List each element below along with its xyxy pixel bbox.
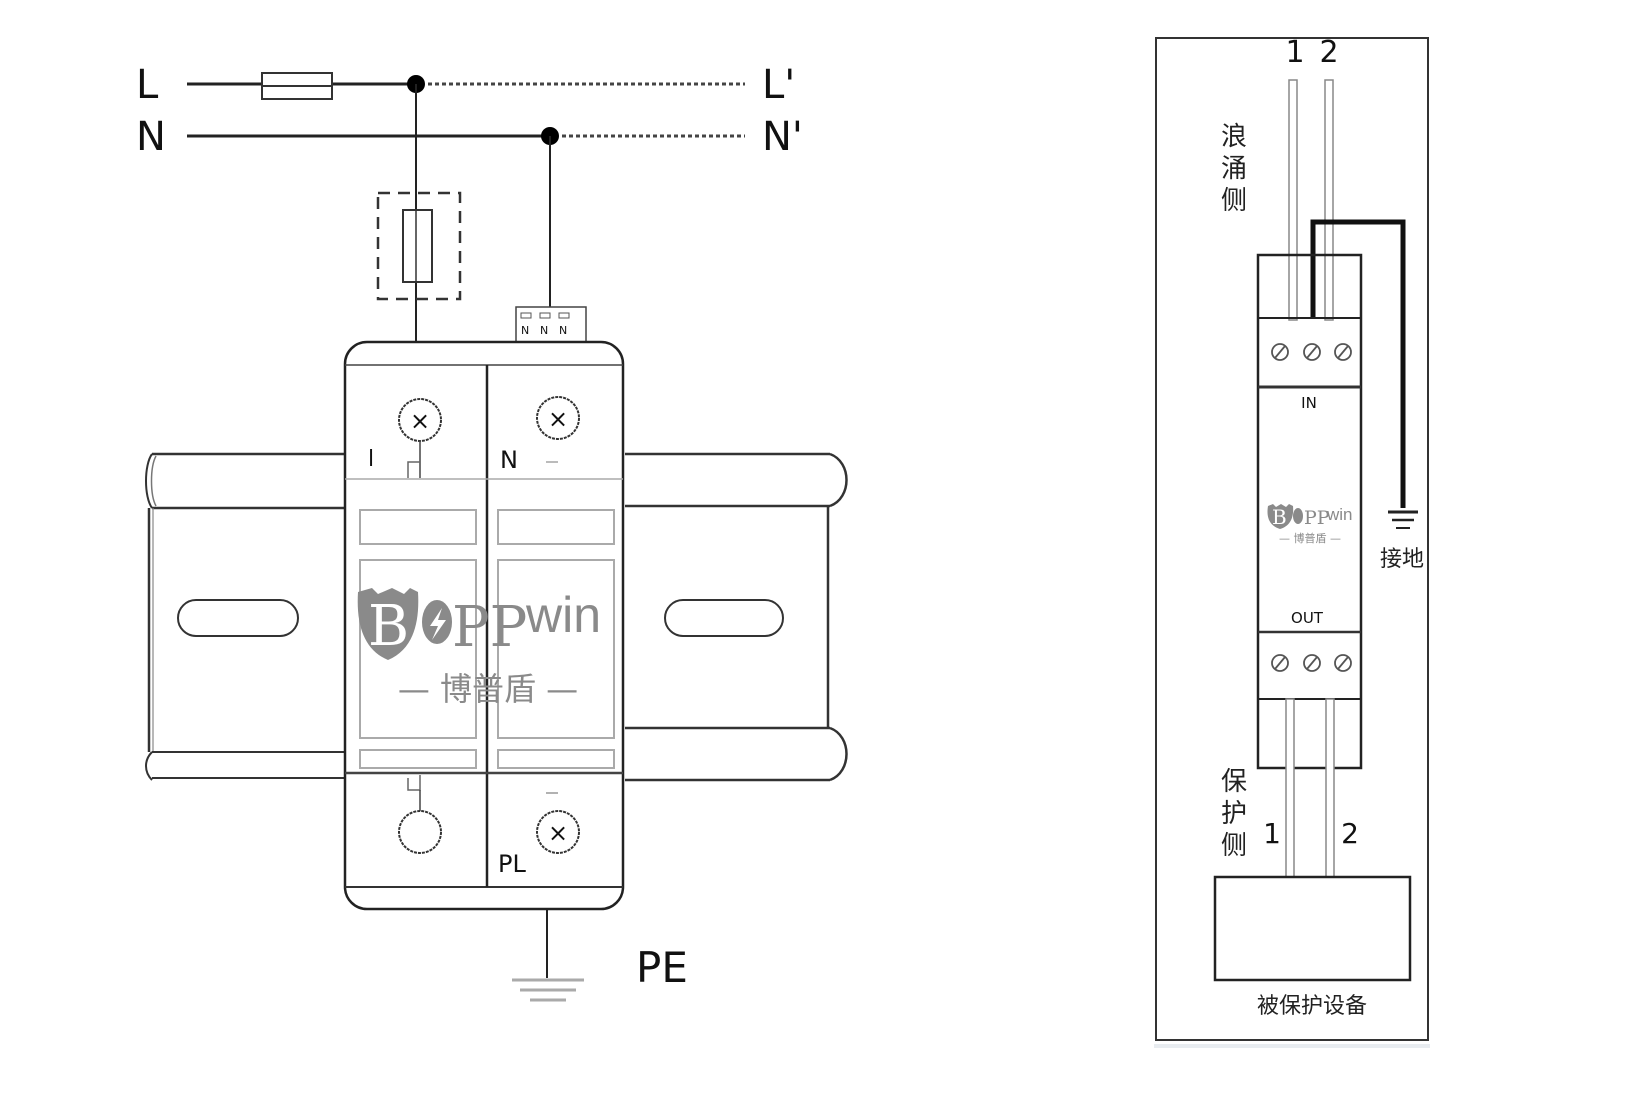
device-housing xyxy=(1256,253,1363,770)
left-wiring-diagram: L N L' N' N N N xyxy=(136,62,848,1002)
input-wire-1 xyxy=(1288,79,1298,321)
surge-side-char: 侧 xyxy=(1221,186,1247,216)
terminal-mark: N xyxy=(521,324,529,337)
spd-module: × × l N × PL xyxy=(343,340,625,911)
screw-slot xyxy=(1306,345,1318,359)
screw-slot xyxy=(1274,656,1286,670)
right-wiring-diagram: 1 2 浪 涌 侧 接地 xyxy=(1154,35,1430,1048)
protected-side-char: 侧 xyxy=(1221,831,1247,861)
backup-fuse-box xyxy=(376,191,462,301)
surge-side-label: 浪 涌 侧 xyxy=(1221,122,1247,216)
label-window xyxy=(497,509,615,545)
rail-left-lower-flange xyxy=(152,751,345,779)
shield-icon xyxy=(1267,504,1294,529)
output-wire-2 xyxy=(1325,698,1335,878)
logo-subtitle: — 博普盾 — xyxy=(398,670,578,708)
info-window xyxy=(359,559,477,739)
ground-symbol-right-icon xyxy=(1388,510,1418,529)
label-window xyxy=(359,749,477,769)
label-N: N xyxy=(136,114,166,160)
output-wire-1 xyxy=(1285,698,1295,878)
indicator-stub xyxy=(407,461,420,478)
logo-subtitle: — 博普盾 — xyxy=(1279,531,1341,545)
rail-slot-right xyxy=(664,599,784,637)
terminal-mark: N xyxy=(559,324,567,337)
out-label: OUT xyxy=(1291,609,1324,627)
screw-slot xyxy=(1337,345,1349,359)
in-label: IN xyxy=(1301,394,1317,412)
rail-slot-left xyxy=(177,599,299,637)
pe-label: PE xyxy=(636,943,688,992)
bottom-pin-label-1: 1 xyxy=(1263,817,1281,850)
screw-slot xyxy=(1306,656,1318,670)
logo-initial: B xyxy=(1272,505,1287,529)
screw-cross: × xyxy=(410,407,430,435)
protected-device-label: 被保护设备 xyxy=(1257,994,1367,1019)
top-screw-row xyxy=(1271,343,1352,361)
rail-right-upper-flange xyxy=(625,452,830,508)
bottom-pin-label-2: 2 xyxy=(1341,817,1359,850)
logo-initial: B xyxy=(368,594,409,659)
rail-right-lower-flange xyxy=(625,726,830,782)
label-L: L xyxy=(136,62,159,108)
brand-logo-small: B PP win — 博普盾 — xyxy=(1267,504,1353,545)
spd-device: IN B PP win — 博普盾 — OUT xyxy=(1256,253,1363,770)
brand-logo-large: B PP win — 博普盾 — xyxy=(357,587,601,708)
lightning-bolt xyxy=(430,608,446,640)
label-N-prime: N' xyxy=(762,114,803,160)
protected-side-char: 保 xyxy=(1221,767,1247,797)
surge-side-char: 涌 xyxy=(1221,154,1247,184)
rail-left-upper-flange xyxy=(152,452,345,510)
bottom-screw-row xyxy=(1271,654,1352,672)
indicator-stub xyxy=(407,775,421,791)
logo-pp: PP xyxy=(452,595,527,660)
ground-symbol-icon xyxy=(512,978,584,1002)
ground-label: 接地 xyxy=(1380,547,1424,572)
info-window xyxy=(497,559,615,739)
screw-cross: × xyxy=(548,405,568,433)
screw-cross: × xyxy=(548,819,568,847)
label-window xyxy=(497,749,615,769)
backup-fuse-icon xyxy=(402,209,433,283)
terminal-slot xyxy=(558,312,570,319)
rail-left-curl-inner xyxy=(150,455,157,507)
top-pin-label-2: 2 xyxy=(1319,35,1338,70)
screw-terminal-PE-icon xyxy=(536,810,580,854)
input-wires xyxy=(1288,79,1334,321)
lightning-icon xyxy=(1293,508,1303,524)
input-wire-2 xyxy=(1324,79,1334,321)
surge-side-char: 浪 xyxy=(1221,122,1247,152)
screw-slot xyxy=(1337,656,1349,670)
screw-terminal-N-icon xyxy=(536,396,580,440)
rail-right-lower-curl xyxy=(829,726,848,782)
terminal-slot xyxy=(539,312,551,319)
protected-side-char: 护 xyxy=(1221,799,1247,829)
ground-wire xyxy=(1310,219,1406,508)
pole-label-right: N xyxy=(500,446,518,474)
protected-side-label: 保 护 侧 xyxy=(1221,767,1247,861)
status-indicator-icon xyxy=(398,810,442,854)
top-pin-label-1: 1 xyxy=(1285,35,1304,70)
logo-win: win xyxy=(1326,505,1353,524)
shield-icon xyxy=(357,588,419,660)
logo-pp: PP xyxy=(1304,507,1330,529)
protected-device-box xyxy=(1213,875,1412,982)
rail-left-curl xyxy=(145,453,153,509)
label-L-prime: L' xyxy=(762,62,795,108)
logo-win: win xyxy=(525,587,601,643)
screw-slot xyxy=(1274,345,1286,359)
pole-label-left: l xyxy=(368,447,374,472)
terminal-mark: N xyxy=(540,324,548,337)
rail-right-curl xyxy=(829,452,848,508)
terminal-slot xyxy=(520,312,532,319)
terminal-block-top: N N N xyxy=(515,306,587,343)
pl-label: PL xyxy=(498,850,526,878)
label-window xyxy=(359,509,477,545)
rail-left-lower-curl xyxy=(145,751,153,781)
din-rail xyxy=(145,452,848,782)
